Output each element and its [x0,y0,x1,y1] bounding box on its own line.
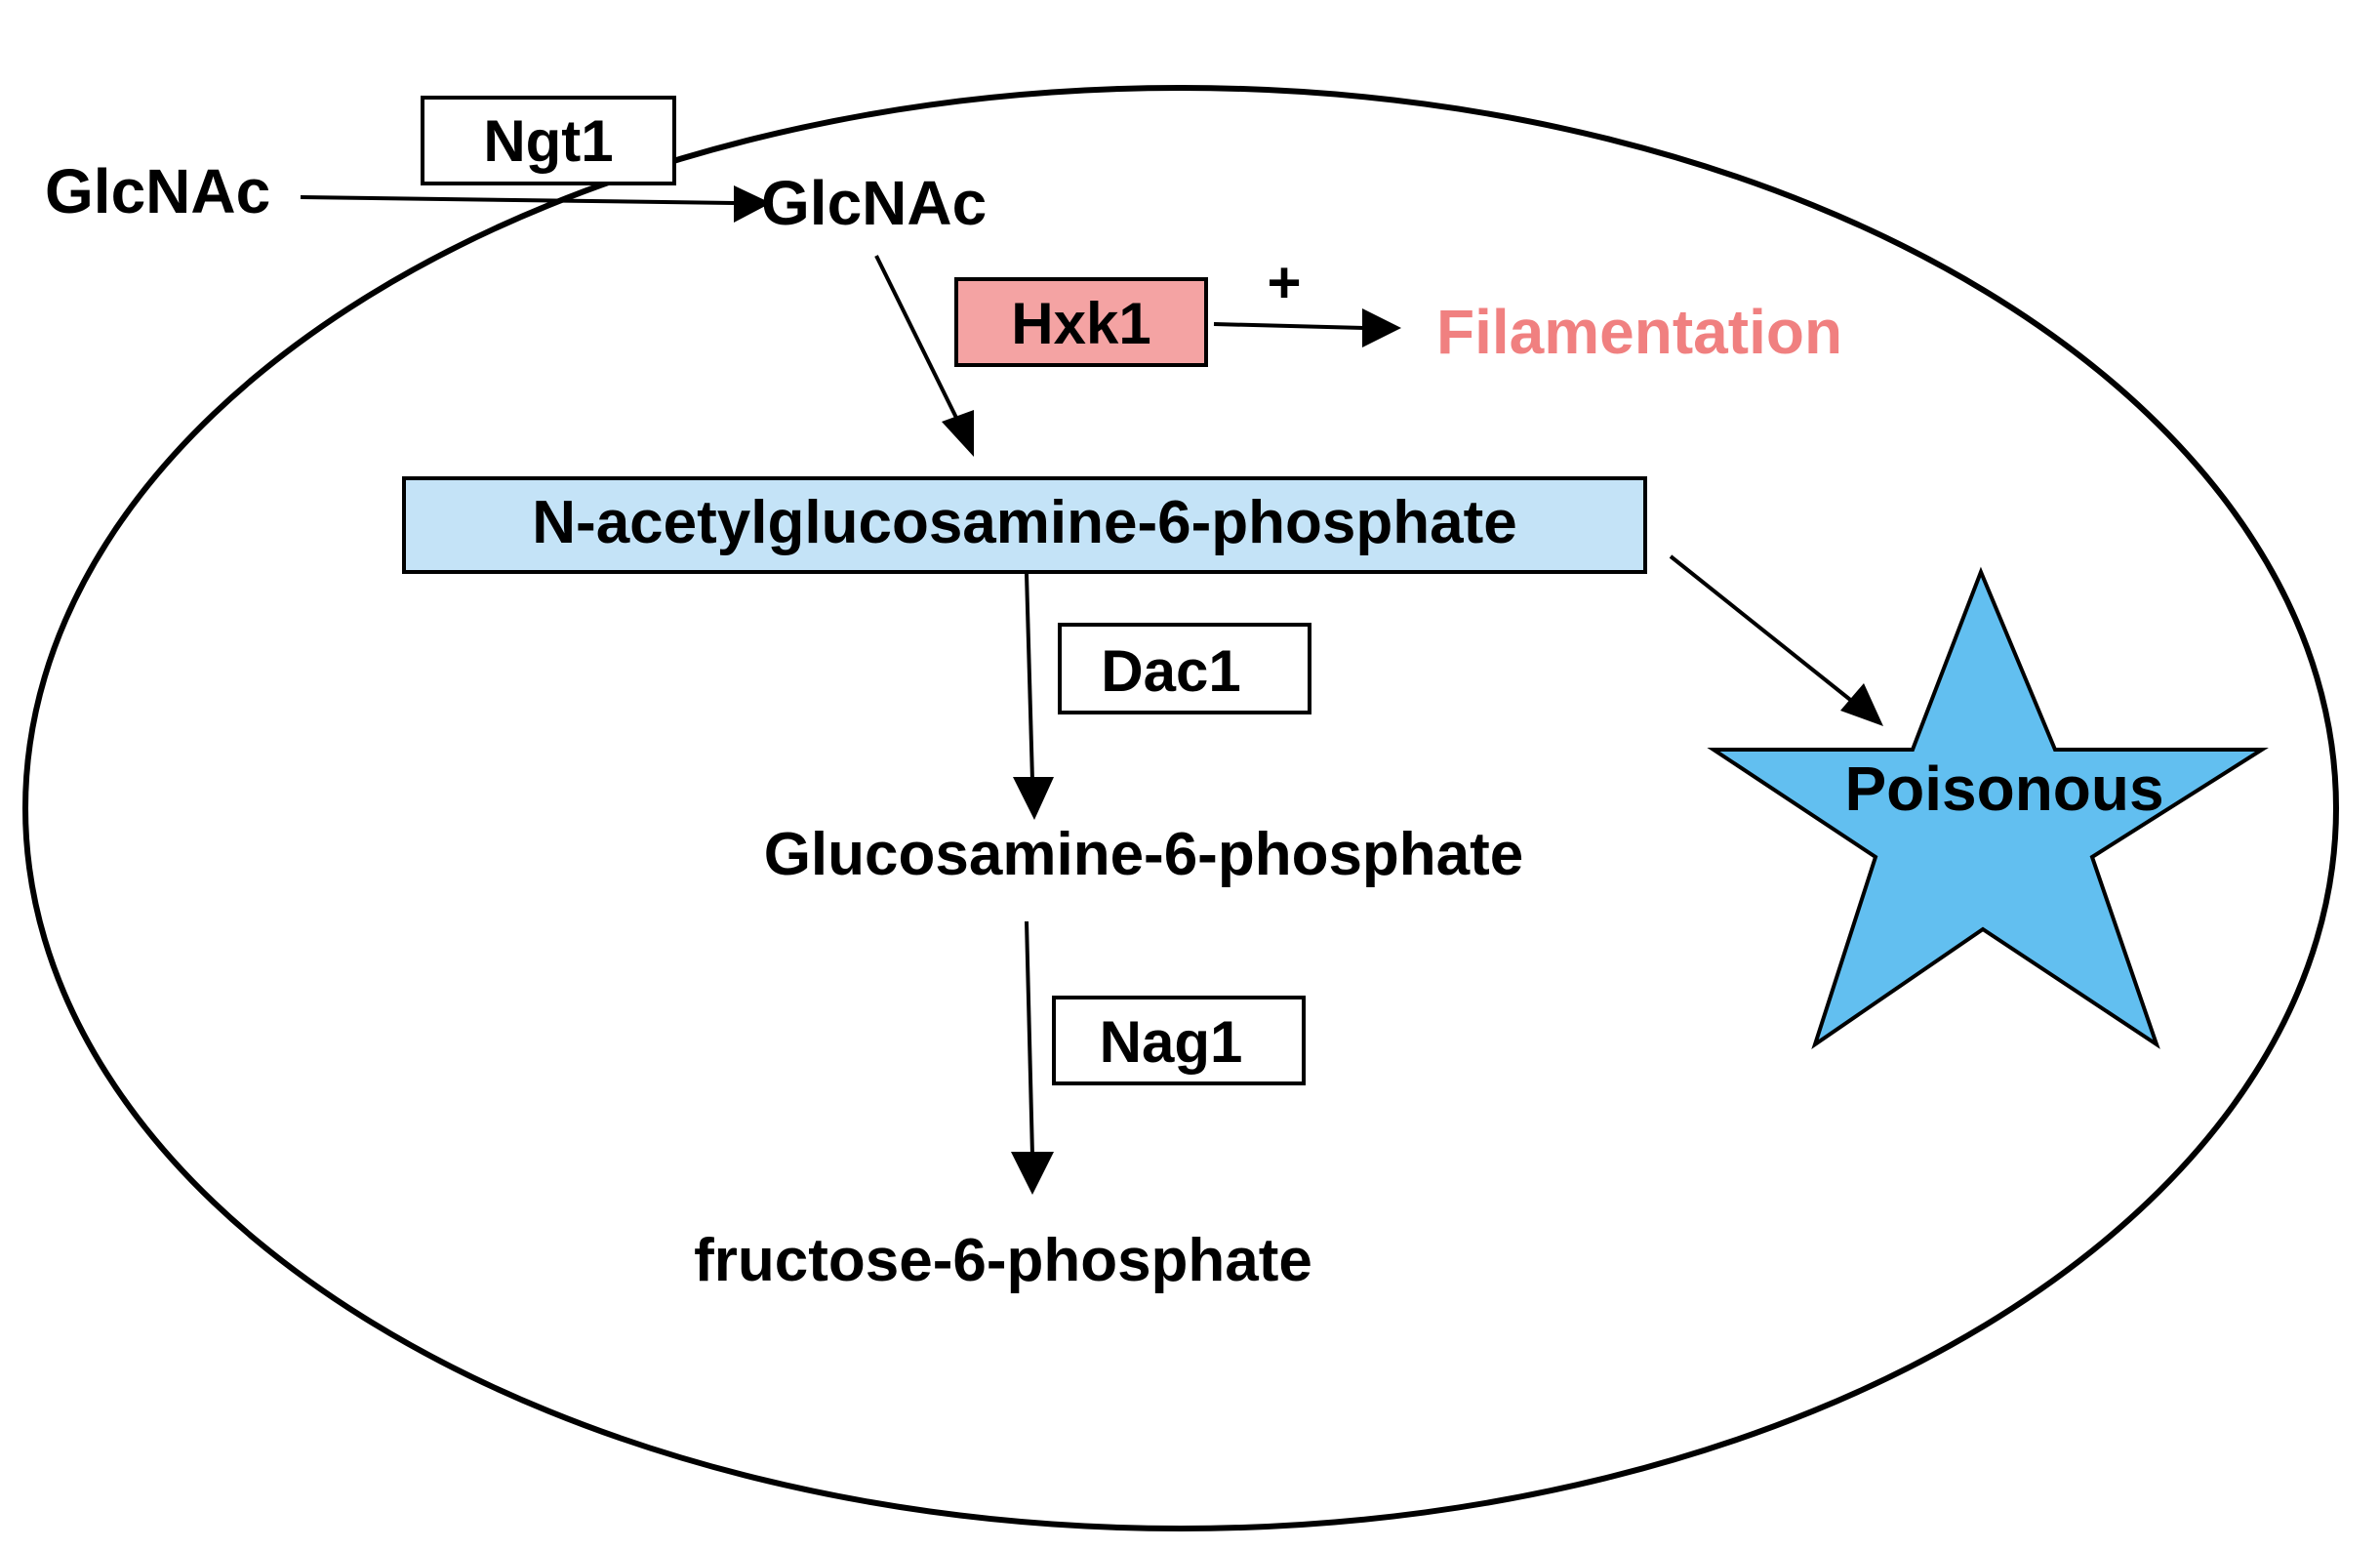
hxk1-box [954,277,1208,367]
deamination-arrowhead [1011,1152,1054,1195]
nag1-label: Nag1 [1100,1009,1243,1075]
transport-arrow [300,195,735,205]
toxicity-arrow [1669,554,1856,705]
filamentation-arrowhead [1362,308,1401,347]
toxicity-arrowhead [1840,683,1883,726]
fructose6p-label: fructose-6-phosphate [694,1227,1312,1294]
phosphorylation-arrowhead [942,410,974,457]
dac1-label: Dac1 [1101,638,1240,704]
glcnac6p-box [402,476,1647,574]
deacetylation-arrowhead [1013,777,1054,820]
cell-membrane [22,85,2339,1531]
ngt1-label: Ngt1 [483,108,613,174]
poisonous-star [1707,566,2269,1049]
deacetylation-arrow [1025,573,1034,782]
intracellular-glcnac-label: GlcNAc [761,168,987,238]
deamination-arrow [1025,920,1034,1157]
nag1-box [1052,996,1306,1085]
glcnac6p-label: N-acetylglucosamine-6-phosphate [532,489,1516,556]
filamentation-label: Filamentation [1436,297,1842,367]
phosphorylation-arrow [874,255,962,427]
ngt1-box [421,96,676,185]
filamentation-arrow [1213,322,1367,330]
glucosamine6p-label: Glucosamine-6-phosphate [764,821,1524,888]
poisonous-label: Poisonous [1844,754,2163,824]
plus-sign: + [1267,250,1301,315]
hxk1-label: Hxk1 [1011,291,1150,356]
dac1-box [1058,623,1311,714]
transport-arrowhead [734,185,771,223]
extracellular-glcnac-label: GlcNAc [45,156,270,226]
